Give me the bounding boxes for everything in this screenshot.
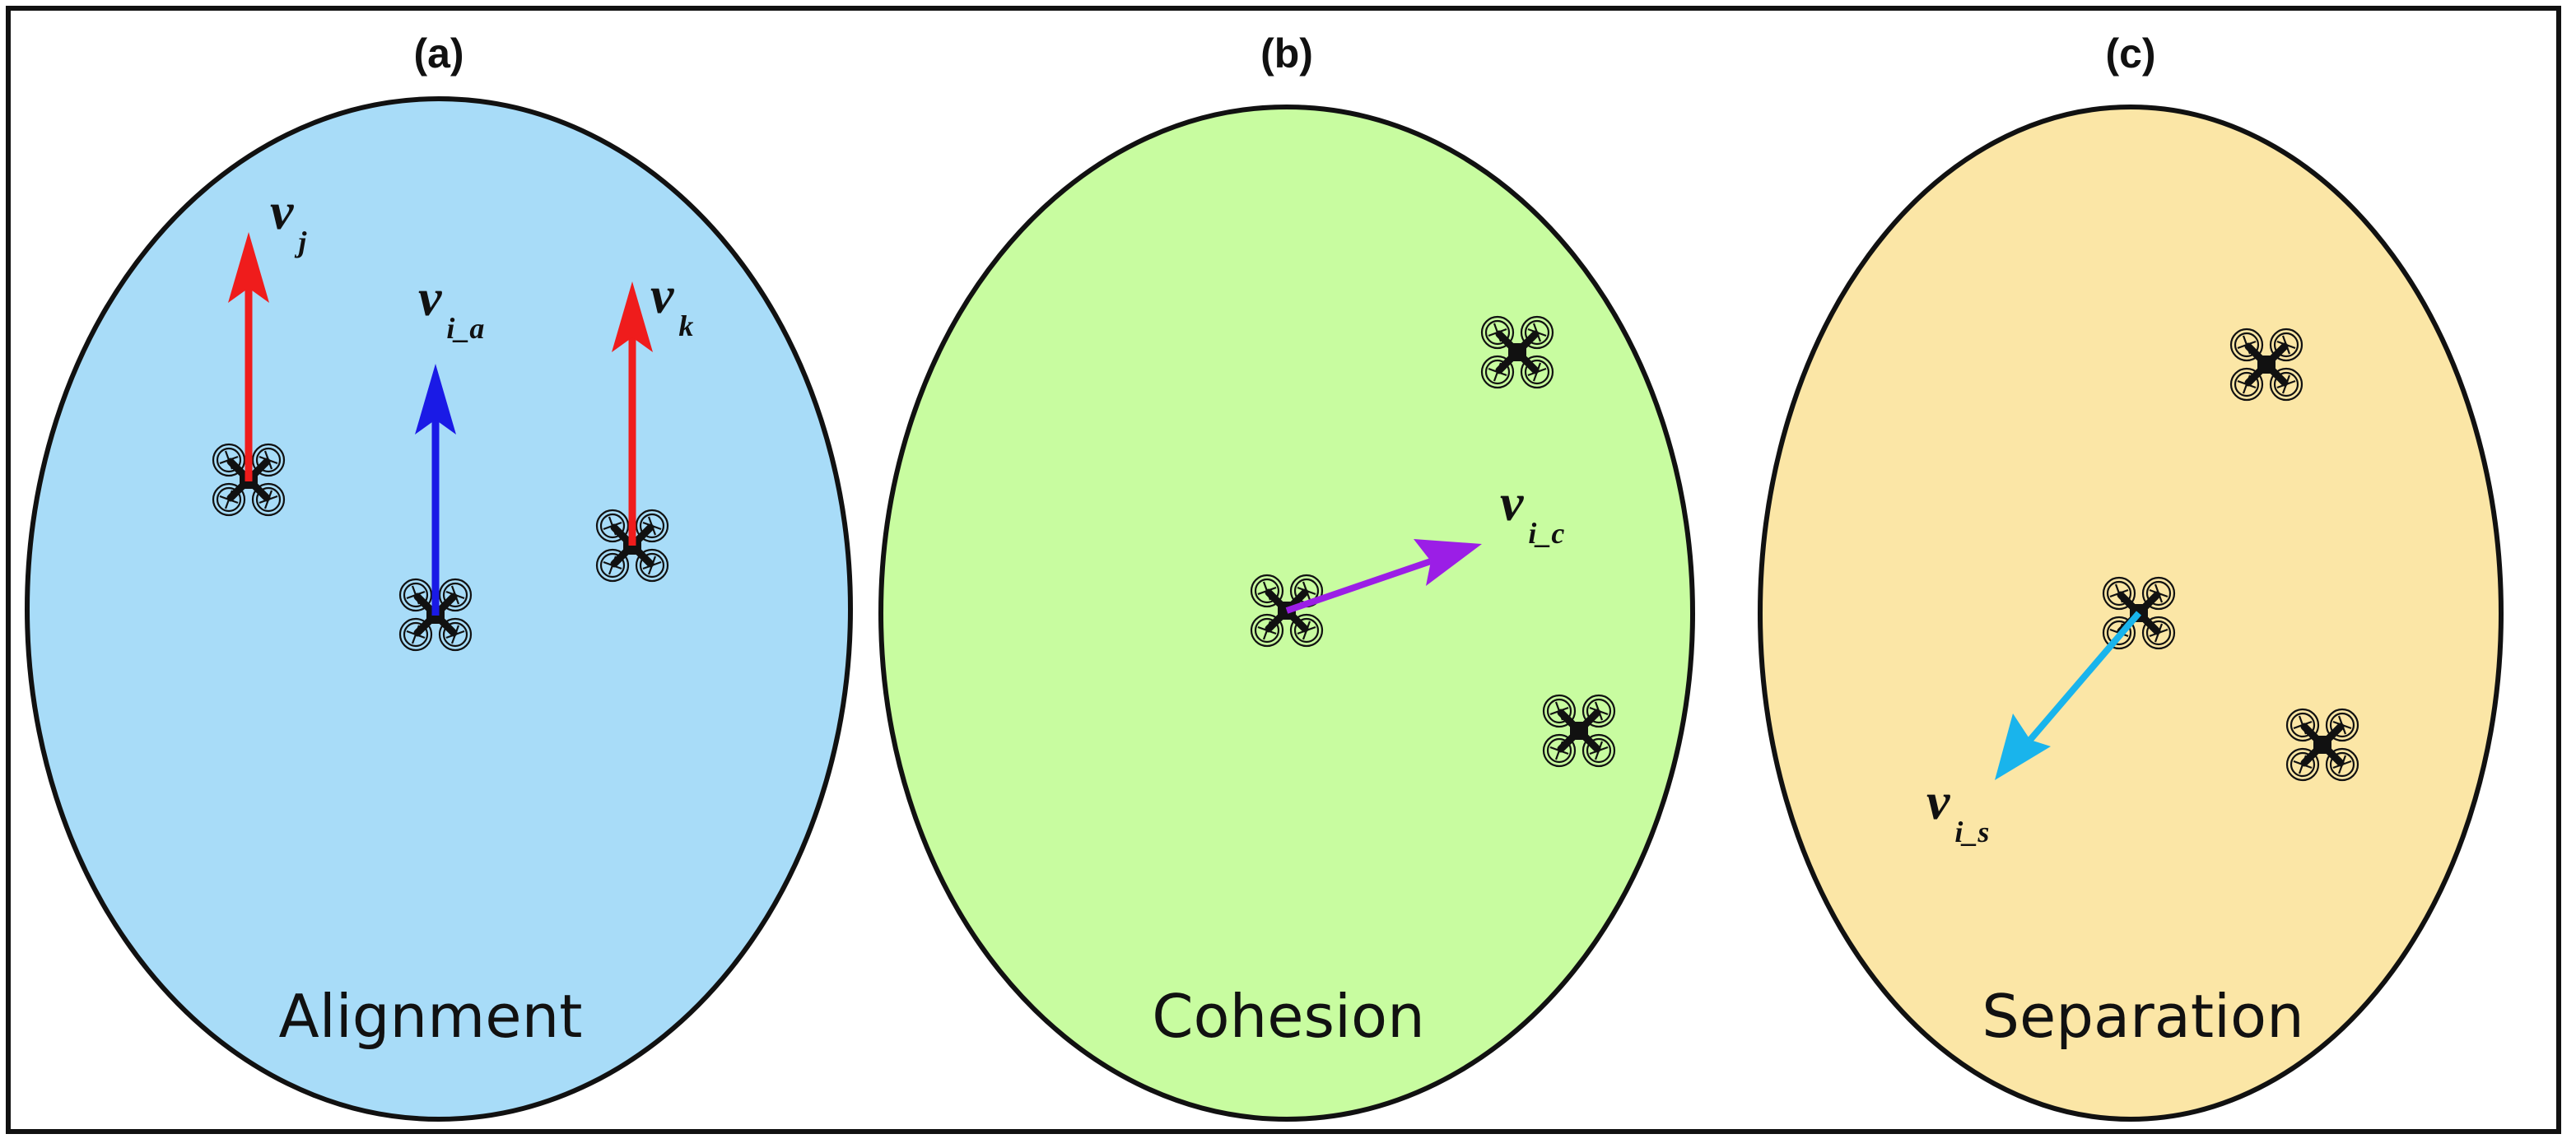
vector-v-k <box>612 281 653 546</box>
label-v-i-a: vi_a <box>418 268 484 345</box>
vector-v-j <box>228 232 269 481</box>
panel-label-c: (c) <box>2105 30 2155 77</box>
panel-label-b: (b) <box>1260 30 1313 77</box>
caption-alignment: Alignment <box>279 982 583 1051</box>
caption-cohesion: Cohesion <box>1152 982 1424 1051</box>
vector-v-i-c <box>1285 539 1482 614</box>
panel-separation: (c) vi_s Separation <box>1758 30 2504 1122</box>
panel-cohesion: (b) vi_c Cohesion <box>878 30 1695 1122</box>
label-v-i-s: vi_s <box>1926 772 1989 848</box>
vector-v-i-s <box>1995 611 2142 780</box>
label-v-i-c: vi_c <box>1500 473 1564 550</box>
panel-label-a: (a) <box>413 30 463 77</box>
caption-separation: Separation <box>1982 982 2303 1051</box>
label-v-k: vk <box>650 266 693 342</box>
vector-v-i-a <box>415 364 456 616</box>
panel-alignment: (a) vj vi_a vk Alignment <box>25 30 853 1122</box>
